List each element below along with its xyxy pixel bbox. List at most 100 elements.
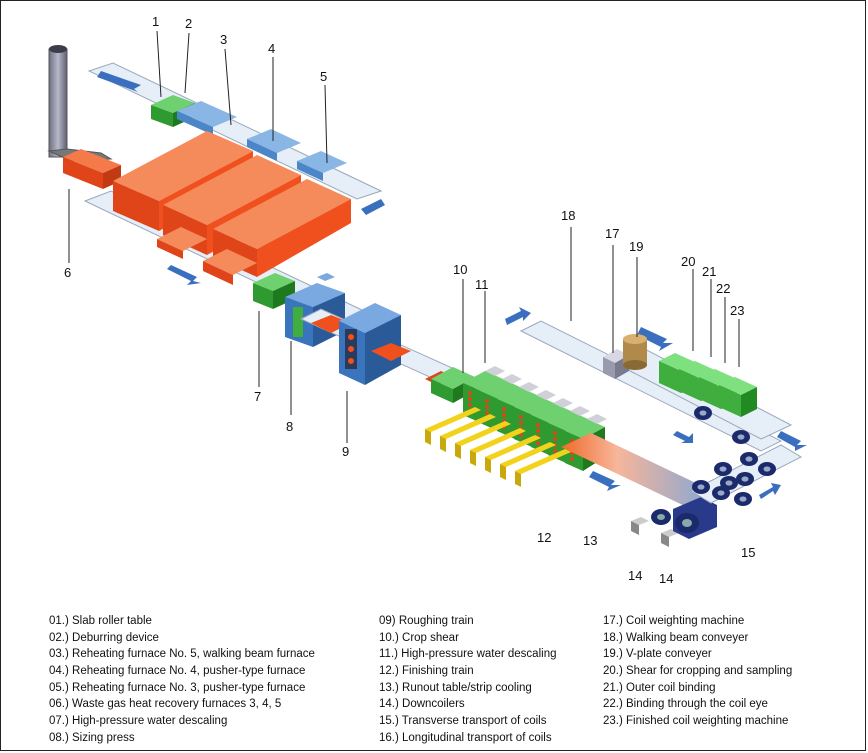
binding-unit — [719, 377, 757, 395]
sizing-press — [285, 273, 345, 347]
legend-column-2: 09) Roughing train 10.) Crop shear 11.) … — [379, 613, 556, 747]
callout: 19 — [629, 239, 643, 254]
arrow-icon — [97, 71, 141, 92]
legend-item: 18.) Walking beam conveyer — [603, 631, 749, 644]
binding-unit — [679, 369, 701, 401]
roll-dot — [485, 405, 489, 409]
coil-eye — [725, 480, 733, 486]
callout: 14 — [628, 568, 642, 583]
legend: 01.) Slab roller table 02.) Deburring de… — [1, 611, 868, 751]
callout: 18 — [561, 208, 575, 223]
roll-dot — [553, 449, 557, 453]
coil-binding-units — [659, 353, 757, 417]
legend-item: 22.) Binding through the coil eye — [603, 698, 768, 711]
coil-eye — [741, 476, 749, 482]
walking-beam-conveyor — [519, 320, 783, 452]
legend-item: 19.) V-plate conveyer — [603, 648, 712, 661]
binding-unit — [699, 377, 721, 409]
coil-weighing-machine — [603, 334, 647, 379]
legend-item: 05.) Reheating furnace No. 3, pusher-typ… — [49, 681, 306, 694]
coil-eye — [739, 496, 747, 502]
stand-top — [553, 398, 573, 408]
binding-unit — [719, 385, 741, 417]
coil-eye — [699, 410, 707, 416]
arrow-icon — [637, 327, 673, 351]
cooling-pipe — [500, 464, 506, 480]
callout: 23 — [730, 303, 744, 318]
legend-column-1: 01.) Slab roller table 02.) Deburring de… — [49, 613, 315, 747]
callout: 6 — [64, 265, 71, 280]
legend-item: 23.) Finished coil weighting machine — [603, 715, 789, 728]
stand-top — [485, 366, 505, 376]
legend-item: 08.) Sizing press — [49, 731, 135, 744]
binding-unit — [741, 387, 757, 417]
callout: 3 — [220, 32, 227, 47]
roll-dot — [536, 441, 540, 445]
legend-item: 11.) High-pressure water descaling — [379, 648, 557, 661]
legend-item: 17.) Coil weighting machine — [603, 615, 745, 627]
callout: 11 — [475, 277, 489, 292]
transfer-bar — [371, 343, 411, 361]
finishing-stand — [548, 411, 588, 431]
reheating-furnaces — [113, 131, 351, 285]
arrow-icon — [759, 483, 781, 499]
coil-eye — [717, 490, 725, 496]
arrow-icon — [361, 199, 385, 215]
finishing-stand — [497, 387, 537, 407]
callout: 13 — [583, 533, 597, 548]
finishing-stand — [514, 407, 532, 447]
legend-item: 07.) High-pressure water descaling — [49, 715, 228, 728]
legend-item: 10.) Crop shear — [379, 631, 459, 644]
roll-dot — [519, 433, 523, 437]
callout: 12 — [537, 530, 551, 545]
legend-item: 13.) Runout table/strip cooling — [379, 681, 532, 694]
finishing-stand — [463, 371, 503, 391]
double-arrow-icon — [505, 307, 531, 325]
cooling-pipe — [515, 471, 521, 487]
roll-dot — [468, 403, 472, 407]
callout: 22 — [716, 281, 730, 296]
legend-column-3: 17.) Coil weighting machine 18.) Walking… — [603, 613, 792, 730]
roll-dot — [519, 415, 523, 419]
callout: 10 — [453, 262, 467, 277]
callout: 4 — [268, 41, 275, 56]
finishing-stand — [565, 419, 605, 439]
cooling-pipe — [485, 435, 541, 460]
downcoilers — [631, 497, 717, 547]
roll-dot — [536, 429, 540, 433]
stand-top — [570, 406, 590, 416]
roll-dot — [553, 431, 557, 435]
callout: 17 — [605, 226, 619, 241]
cooling-pipe — [425, 429, 431, 445]
coil-eye — [737, 434, 745, 440]
cooling-pipe — [440, 436, 446, 452]
arrow-icon — [589, 471, 621, 491]
legend-item: 12.) Finishing train — [379, 665, 474, 678]
legend-item: 20.) Shear for cropping and sampling — [603, 665, 793, 678]
cooling-pipe — [455, 443, 461, 459]
cooling-pipes — [425, 407, 571, 487]
coil-eye — [745, 456, 753, 462]
legend-item: 04.) Reheating furnace No. 4, pusher-typ… — [49, 665, 306, 678]
legend-item: 14.) Downcoilers — [379, 698, 465, 711]
finishing-stand — [514, 395, 554, 415]
stand-top — [536, 390, 556, 400]
callout: 14 — [659, 571, 673, 586]
cooling-pipe — [500, 442, 556, 467]
finishing-stand — [480, 379, 520, 399]
cooling-pipe — [470, 428, 526, 453]
cooling-pipe — [515, 449, 571, 474]
roll-dot — [485, 411, 489, 415]
roll-dot — [519, 421, 523, 425]
slab — [311, 315, 351, 333]
callout: 15 — [741, 545, 755, 560]
legend-item: 02.) Deburring device — [49, 631, 159, 644]
coil-eye — [719, 466, 727, 472]
cooling-pipe — [485, 457, 491, 473]
callout: 5 — [320, 69, 327, 84]
legend-item: 16.) Longitudinal transport of coils — [379, 731, 552, 744]
waste-gas-heat-recovery — [63, 149, 121, 189]
finishing-stand — [497, 399, 515, 439]
legend-item: 09) Roughing train — [379, 615, 474, 627]
